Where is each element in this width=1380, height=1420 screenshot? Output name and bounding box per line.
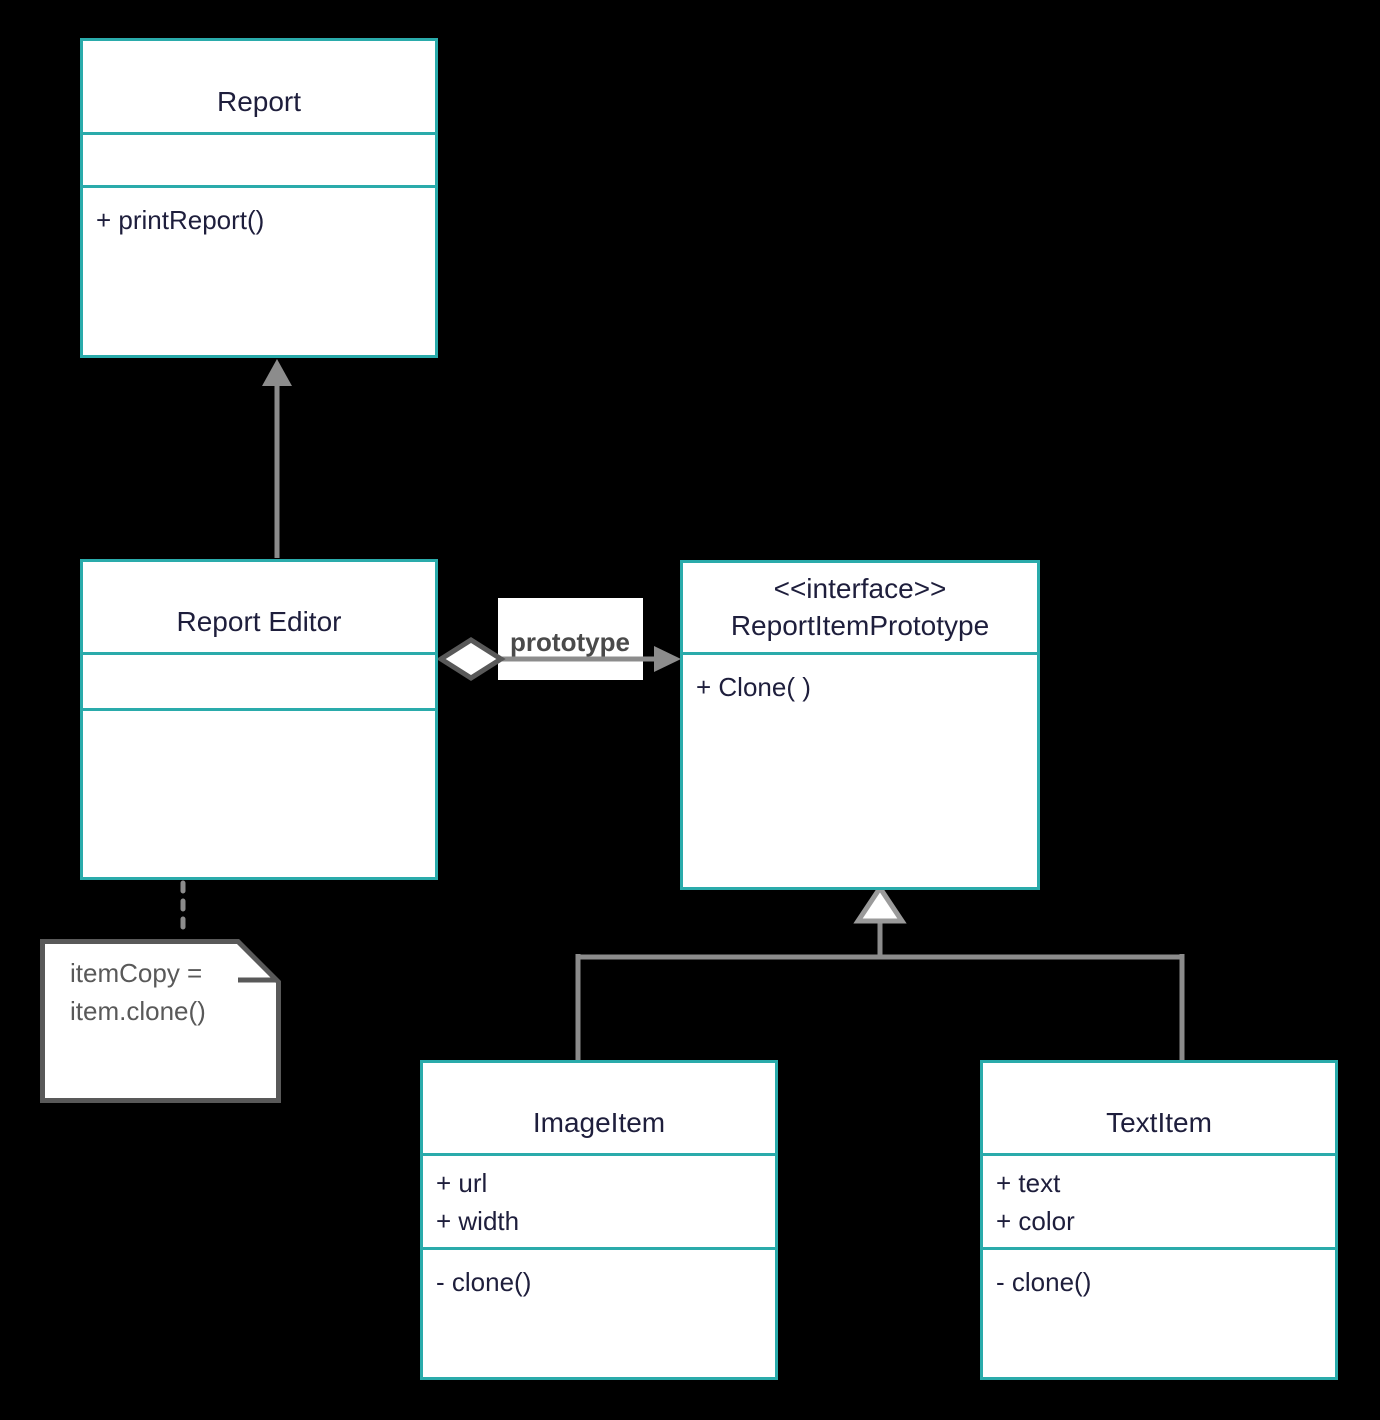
class-report-editor-attributes [83,655,435,711]
class-text-item-methods: - clone() [983,1250,1335,1377]
interface-stereotype: <<interface>> [773,573,947,604]
class-image-item-attributes: + url + width [423,1156,775,1250]
class-image-item-methods: - clone() [423,1250,775,1377]
class-image-item-title: ImageItem [423,1063,775,1156]
interface-name: ReportItemPrototype [730,610,990,641]
interface-title: <<interface>> ReportItemPrototype [683,563,1037,655]
generalization-edge-report[interactable] [262,359,292,558]
class-report-title: Report [83,41,435,135]
note-text: itemCopy = item.clone() [70,954,206,1030]
method-label: + Clone( ) [696,672,811,702]
class-report-methods: + printReport() [83,188,435,355]
attribute-label: + color [996,1205,1075,1236]
generalization-arrowhead-icon [262,359,292,386]
class-image-item[interactable]: ImageItem + url + width - clone() [420,1060,778,1380]
aggregation-diamond-icon [436,637,506,681]
note-line: itemCopy = [70,958,203,988]
class-text-item[interactable]: TextItem + text + color - clone() [980,1060,1338,1380]
class-report-attributes [83,135,435,188]
class-text-item-title: TextItem [983,1063,1335,1156]
note-outline [40,939,281,1103]
class-text-item-attributes: + text + color [983,1156,1335,1250]
interface-report-item-prototype[interactable]: <<interface>> ReportItemPrototype + Clon… [680,560,1040,890]
attribute-label: + text [996,1167,1061,1198]
note-line: item.clone() [70,996,206,1026]
note-shape [40,939,281,1103]
attribute-label: + url [436,1167,488,1198]
method-label: - clone() [996,1267,1092,1297]
attribute-label: + width [436,1205,520,1236]
class-report[interactable]: Report + printReport() [80,38,438,358]
class-report-editor-methods [83,711,435,877]
aggregation-edge-prototype[interactable]: prototype [436,598,681,681]
edge-label-background [498,598,643,680]
note-item-copy[interactable]: itemCopy = item.clone() [40,939,281,1103]
class-report-editor[interactable]: Report Editor [80,559,438,880]
method-label: - clone() [436,1267,532,1297]
realization-edges[interactable] [575,883,1185,1060]
method-label: + printReport() [96,205,265,235]
class-report-editor-title: Report Editor [83,562,435,655]
realization-triangle-icon [853,883,907,924]
edge-label-prototype: prototype [510,627,630,657]
arrowhead-icon [654,646,681,672]
interface-methods: + Clone( ) [683,655,1037,887]
